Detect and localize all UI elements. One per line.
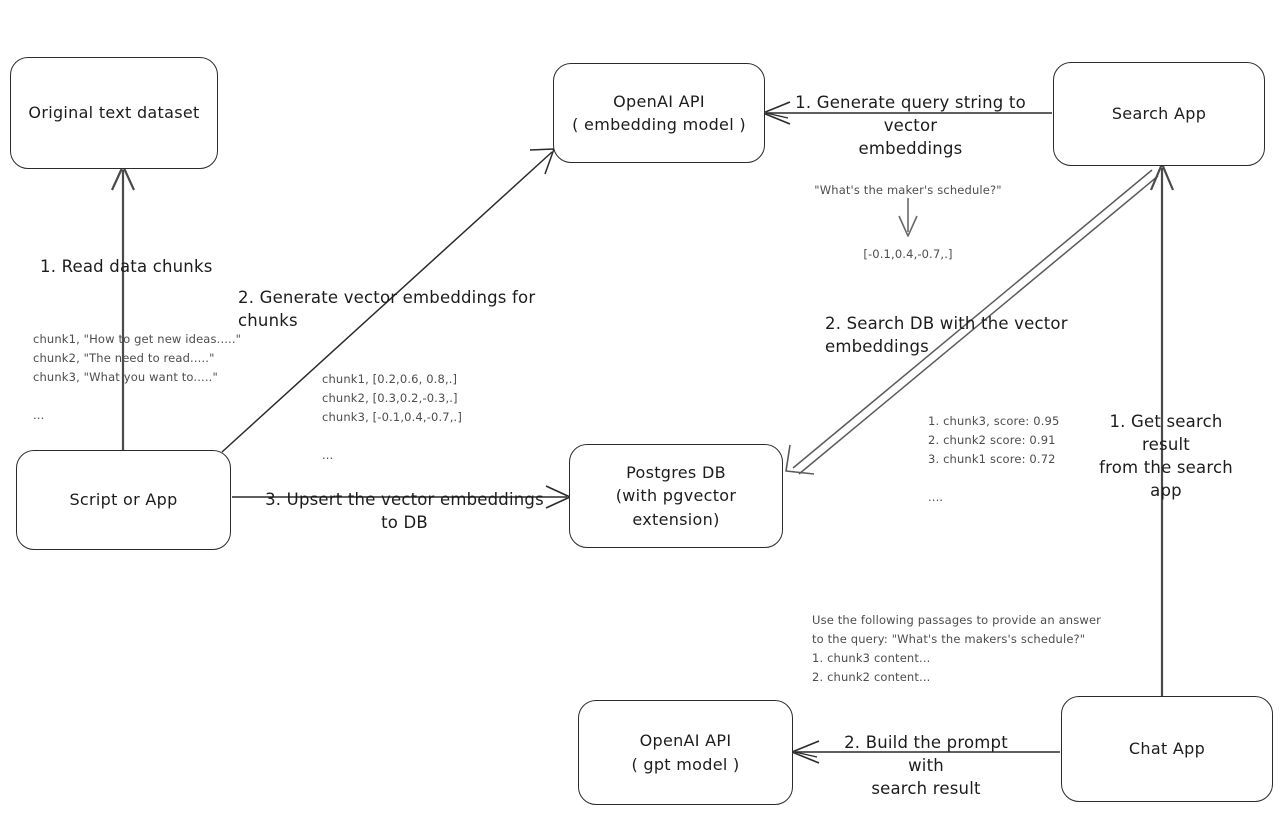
edge-label-generate-query-embeddings: 1. Generate query string to vector embed… bbox=[795, 93, 1026, 159]
node-original-text-dataset-label: Original text dataset bbox=[28, 103, 200, 123]
edge-label-build-prompt: 2. Build the prompt with search result bbox=[844, 733, 1008, 799]
edge-label-search-db: 2. Search DB with the vector embeddings bbox=[825, 314, 1068, 357]
node-postgres-db[interactable]: Postgres DB (with pgvector extension) bbox=[569, 444, 783, 548]
node-search-app-label: Search App bbox=[1111, 104, 1207, 124]
note-prompt-text: Use the following passages to provide an… bbox=[812, 613, 1102, 684]
edge-query-to-embedding-note bbox=[898, 198, 918, 237]
edge-label-generate-vector-embeddings: 2. Generate vector embeddings for chunks bbox=[238, 288, 536, 331]
node-chat-app[interactable]: Chat App bbox=[1061, 696, 1273, 802]
node-script-or-app[interactable]: Script or App bbox=[16, 450, 231, 550]
node-original-text-dataset[interactable]: Original text dataset bbox=[10, 57, 218, 169]
note-query-string: "What's the maker's schedule?" bbox=[814, 183, 1002, 197]
note-source-chunks: chunk1, "How to get new ideas....." chun… bbox=[33, 332, 242, 422]
node-openai-api-gpt-label: OpenAI API ( gpt model ) bbox=[631, 731, 740, 774]
node-openai-api-embedding-label: OpenAI API ( embedding model ) bbox=[572, 91, 746, 134]
edge-label-upsert-to-db: 3. Upsert the vector embeddings to DB bbox=[265, 490, 544, 533]
node-openai-api-embedding[interactable]: OpenAI API ( embedding model ) bbox=[553, 63, 765, 163]
edge-label-read-data-chunks: 1. Read data chunks bbox=[40, 257, 213, 276]
node-postgres-db-label: Postgres DB (with pgvector extension) bbox=[615, 463, 737, 529]
note-search-results: 1. chunk3, score: 0.95 2. chunk2 score: … bbox=[928, 414, 1060, 504]
note-chunk-embeddings: chunk1, [0.2,0.6, 0.8,.] chunk2, [0.3,0.… bbox=[322, 372, 462, 462]
node-search-app[interactable]: Search App bbox=[1053, 62, 1265, 166]
node-openai-api-gpt[interactable]: OpenAI API ( gpt model ) bbox=[578, 700, 793, 805]
node-chat-app-label: Chat App bbox=[1128, 739, 1206, 759]
node-script-or-app-label: Script or App bbox=[69, 490, 178, 510]
note-query-embedding: [-0.1,0.4,-0.7,.] bbox=[863, 247, 953, 261]
